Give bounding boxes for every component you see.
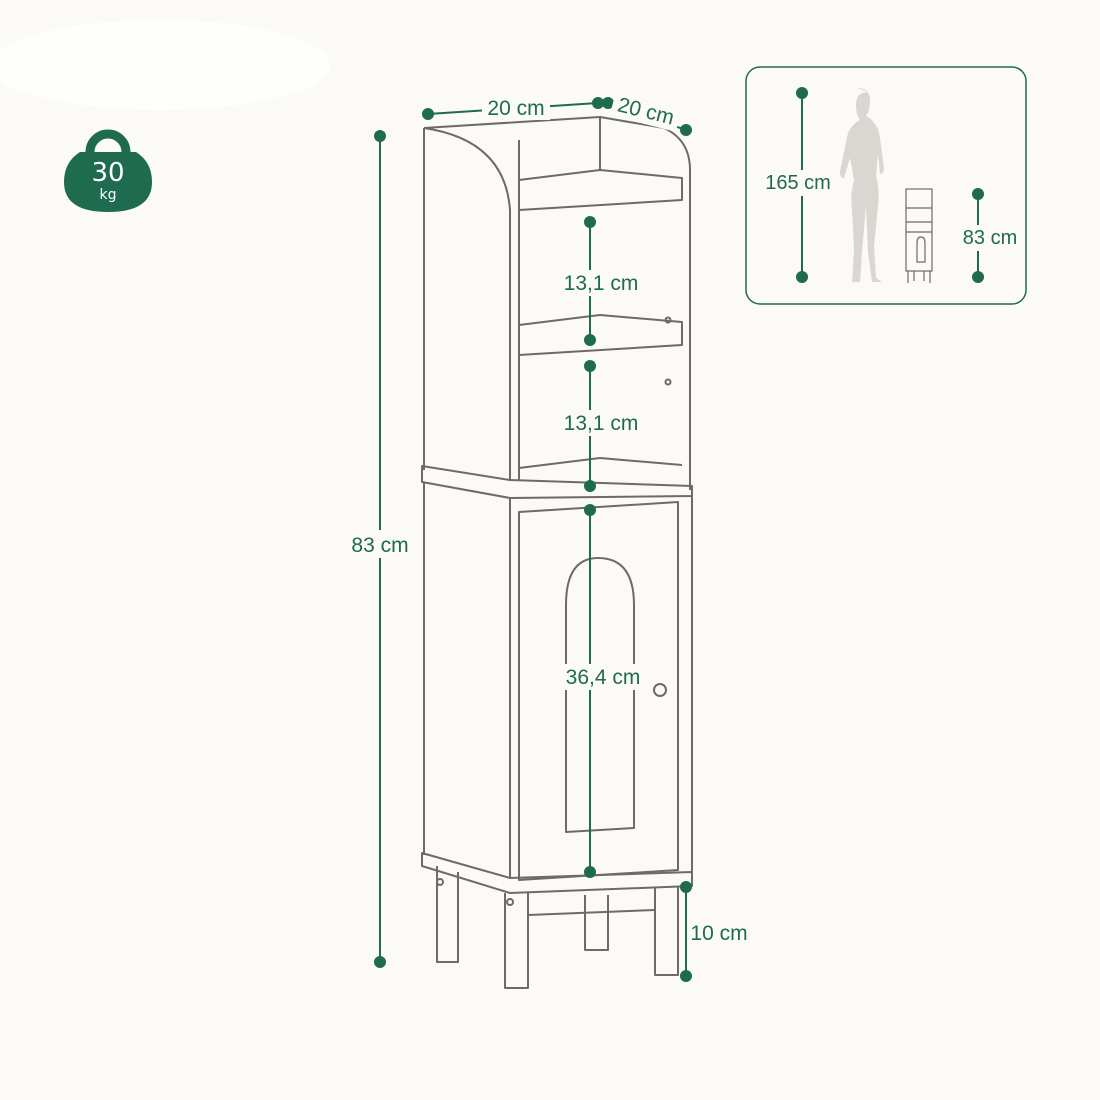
cabinet-side-right [423,127,511,480]
leg-back-right [584,895,609,951]
weight-badge: 30 kg [64,129,152,212]
scale-inset: 165 cm 83 cm [745,66,1027,305]
background-blob [0,20,330,110]
upper-shelf-label: 13,1 cm [564,272,639,295]
leg-front-left [504,893,529,989]
weight-value: 30 [91,158,124,188]
person-silhouette [840,88,884,282]
cabinet-right-rounded [663,127,691,490]
lower-shelf-label: 13,1 cm [564,412,639,435]
leg-height-label: 10 cm [690,922,747,945]
product-height-label: 83 cm [963,227,1017,249]
width-label: 20 cm [487,97,544,120]
cabinet-door [518,501,679,881]
cabinet-height-label: 36,4 cm [566,666,641,689]
shelf-bottom [518,457,683,469]
height-label: 83 cm [351,534,408,557]
mini-cabinet [905,188,933,283]
scale-inset-frame [745,66,1027,305]
weight-icon [64,129,152,212]
door-arch-window [565,557,635,833]
cabinet-base [421,852,693,894]
leg-front-right [654,887,679,976]
door-knob [653,683,667,697]
shelf-middle [518,314,683,356]
person-height-label: 165 cm [765,172,831,194]
weight-unit: kg [100,187,117,203]
shelf-top [518,169,683,211]
leg-back-left [436,866,459,963]
dimension-lines [374,97,692,982]
cabinet-drawing [421,116,693,989]
cabinet-divider [421,465,693,499]
